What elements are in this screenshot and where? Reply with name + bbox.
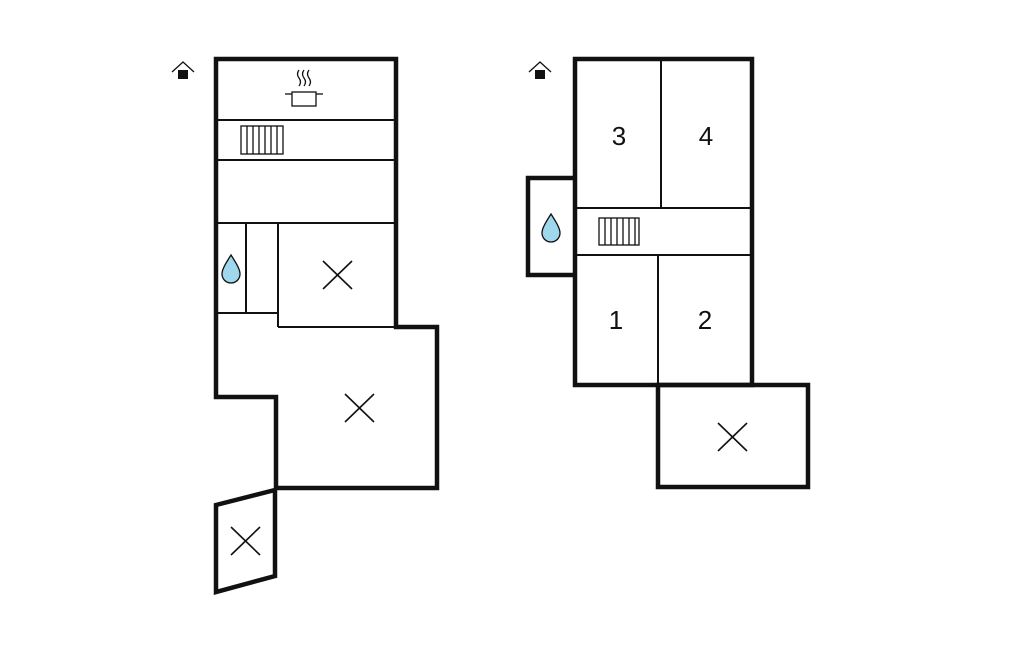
room-number-3: 3 (612, 121, 626, 151)
stairs-icon (598, 217, 640, 246)
first-floor-plan: 3 4 1 2 (525, 56, 811, 490)
house-floor-icon (171, 61, 195, 79)
room-number-4: 4 (699, 121, 713, 151)
water-drop-icon (541, 212, 561, 243)
room-cross-mark (230, 526, 261, 556)
stairs-icon (240, 125, 284, 155)
ground-floor-plan (171, 56, 440, 595)
outer-wall (213, 56, 440, 491)
outer-wall (572, 56, 755, 388)
outside-area (213, 487, 278, 595)
water-drop-icon (221, 253, 241, 284)
outer-wall (525, 175, 575, 278)
room-number-2: 2 (698, 305, 712, 335)
house-floor-icon (528, 61, 552, 79)
room-cross-mark (344, 393, 375, 423)
balcony-wall (655, 382, 811, 490)
cooking-pot-icon (285, 69, 323, 107)
room-cross-mark (322, 260, 353, 290)
room-number-1: 1 (609, 305, 623, 335)
room-cross-mark (717, 422, 748, 452)
